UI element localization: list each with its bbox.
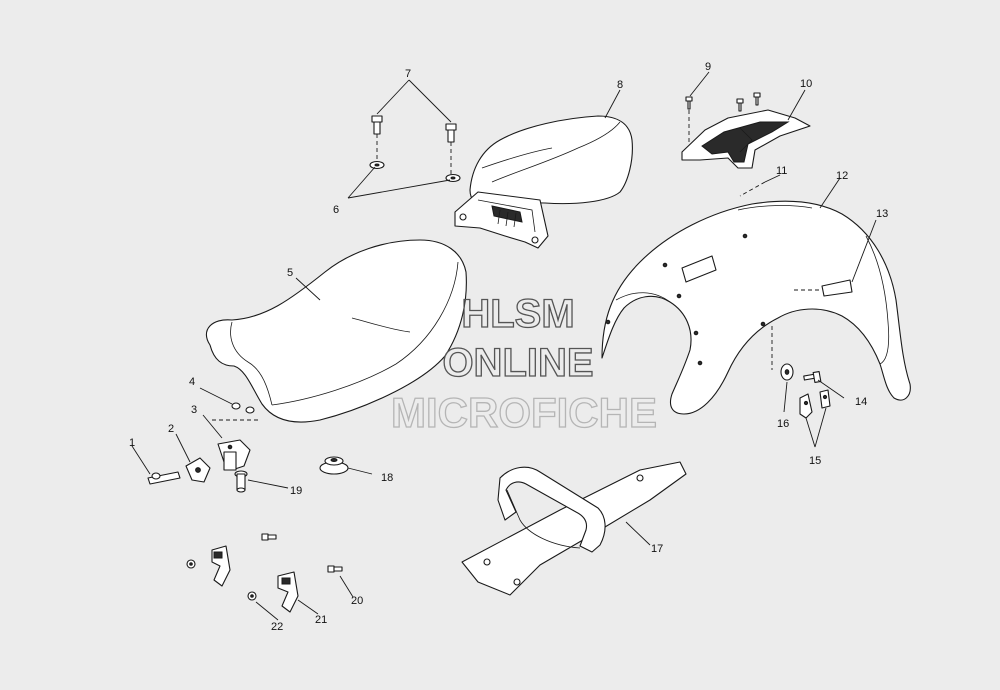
pin-part-1[interactable] — [147, 471, 181, 485]
watermark: HLSM ONLINE MICROFICHE — [390, 291, 657, 436]
screw-part-20-a[interactable] — [261, 533, 277, 541]
seat-part-5[interactable] — [205, 239, 467, 423]
callout-11: 11 — [776, 165, 787, 177]
callout-16: 16 — [777, 418, 789, 430]
strap-part-17[interactable] — [461, 461, 687, 596]
watermark-line-2: ONLINE — [442, 341, 593, 385]
rack-plate-part-10[interactable] — [681, 109, 811, 169]
pillion-pad-part-8[interactable] — [454, 115, 633, 249]
callout-20: 20 — [351, 595, 363, 607]
bracket-part-15-left[interactable] — [799, 393, 813, 419]
nut-part-4-a[interactable] — [231, 402, 241, 410]
callout-6: 6 — [333, 204, 339, 216]
post-part-19[interactable] — [234, 470, 248, 493]
latch-bracket-part-3[interactable] — [217, 439, 251, 471]
screw-part-20-b[interactable] — [327, 565, 343, 573]
callout-2: 2 — [168, 423, 174, 435]
leader-lines — [131, 71, 877, 621]
hook-part-21-a[interactable] — [211, 545, 231, 587]
callout-8: 8 — [617, 79, 623, 91]
callout-18: 18 — [381, 472, 393, 484]
callout-10: 10 — [800, 78, 812, 90]
watermark-line-1: HLSM — [461, 292, 574, 336]
washer-part-22-a[interactable] — [186, 559, 196, 569]
callout-labels: 1 2 3 4 5 6 7 8 9 10 11 12 13 14 15 16 1… — [129, 61, 888, 633]
callout-22: 22 — [271, 621, 283, 633]
callout-17: 17 — [651, 543, 663, 555]
callout-19: 19 — [290, 485, 302, 497]
hook-part-21-b[interactable] — [277, 571, 299, 613]
bolt-part-7-right[interactable] — [445, 123, 457, 143]
rack-screw-part-9-b[interactable] — [736, 98, 744, 112]
callout-13: 13 — [876, 208, 888, 220]
callout-3: 3 — [191, 404, 197, 416]
bracket-part-15-right[interactable] — [819, 389, 831, 409]
callout-12: 12 — [836, 170, 848, 182]
nut-part-4-b[interactable] — [245, 406, 255, 414]
rack-screw-part-9-a[interactable] — [685, 96, 693, 110]
rack-screw-part-9-c[interactable] — [753, 92, 761, 106]
callout-9: 9 — [705, 61, 711, 73]
callout-1: 1 — [129, 437, 135, 449]
callout-21: 21 — [315, 614, 327, 626]
washer-part-6-left[interactable] — [369, 160, 385, 170]
callout-4: 4 — [189, 376, 195, 388]
washer-part-22-b[interactable] — [247, 591, 257, 601]
callout-7: 7 — [405, 68, 411, 80]
callout-15: 15 — [809, 455, 821, 467]
washer-part-16[interactable] — [780, 363, 794, 381]
callout-5: 5 — [287, 267, 293, 279]
callout-14: 14 — [855, 396, 867, 408]
washer-part-6-right[interactable] — [445, 173, 461, 183]
grommet-part-18[interactable] — [319, 456, 349, 475]
latch-part-2[interactable] — [185, 457, 211, 483]
rear-fender-part-12[interactable] — [601, 200, 911, 415]
bolt-part-14[interactable] — [803, 371, 822, 383]
watermark-line-3: MICROFICHE — [391, 389, 657, 436]
bolt-part-7-left[interactable] — [371, 115, 383, 135]
